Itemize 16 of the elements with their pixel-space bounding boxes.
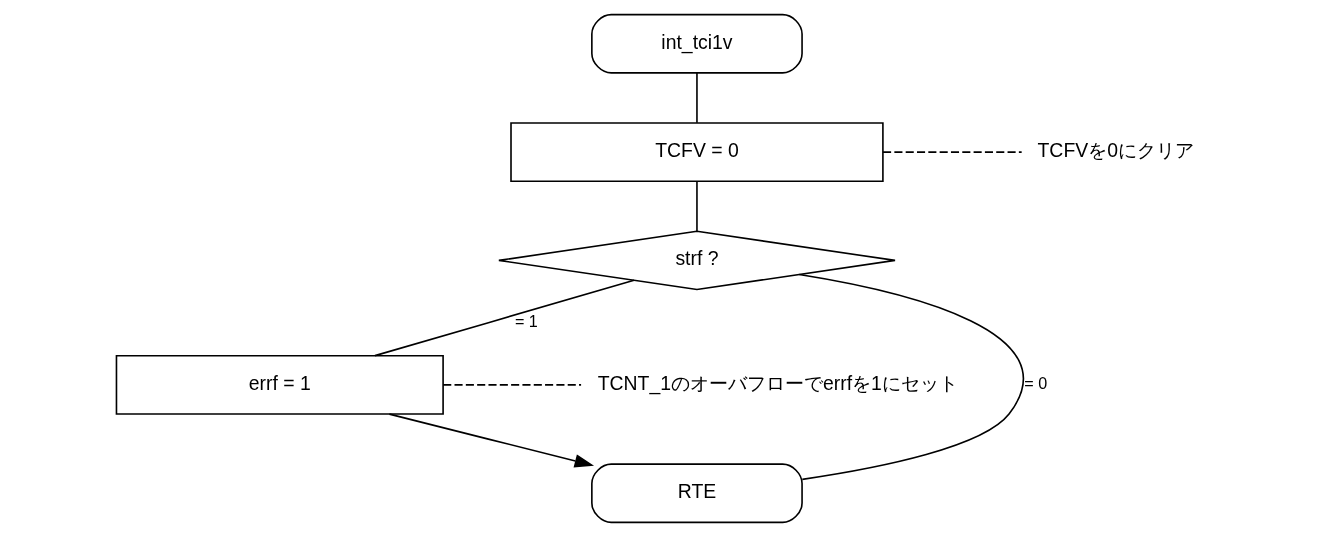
node-diamond: strf ? xyxy=(497,230,896,291)
node-box: TCFV = 0 xyxy=(509,122,884,182)
connector xyxy=(695,72,698,124)
connector xyxy=(441,384,582,386)
node-text: TCNT_1のオーバフローでerrfを1にセット xyxy=(597,371,958,394)
edge-label: = 1 xyxy=(514,311,538,330)
connector xyxy=(373,279,635,357)
node-box: errf = 1 xyxy=(115,355,444,415)
arrow xyxy=(388,413,594,468)
connector xyxy=(798,273,1024,481)
node-text: TCFVを0にクリア xyxy=(1037,139,1194,162)
node-box: int_tci1v xyxy=(590,13,803,74)
node-box: RTE xyxy=(590,463,803,524)
edge-label: = 0 xyxy=(1023,373,1047,392)
connector xyxy=(881,151,1022,153)
connector xyxy=(695,180,698,232)
